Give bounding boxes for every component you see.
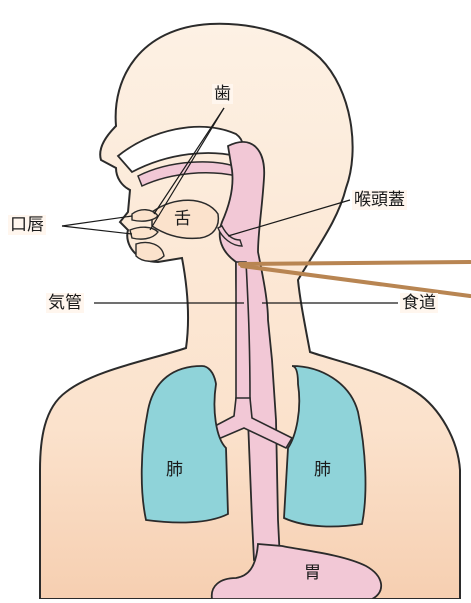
lung-left-shape xyxy=(142,366,228,522)
lips-leader-2 xyxy=(62,226,132,234)
label-trachea: 気管 xyxy=(46,293,84,313)
label-lung-right: 肺 xyxy=(314,460,331,480)
label-tongue: 舌 xyxy=(174,209,191,229)
label-teeth: 歯 xyxy=(212,84,233,104)
label-lips: 口唇 xyxy=(8,215,46,235)
pointer-line-upper xyxy=(240,262,470,264)
label-stomach: 胃 xyxy=(304,563,321,583)
label-lung-left: 肺 xyxy=(166,460,183,480)
label-epiglottis: 喉頭蓋 xyxy=(352,190,407,210)
label-esophagus: 食道 xyxy=(400,293,438,313)
